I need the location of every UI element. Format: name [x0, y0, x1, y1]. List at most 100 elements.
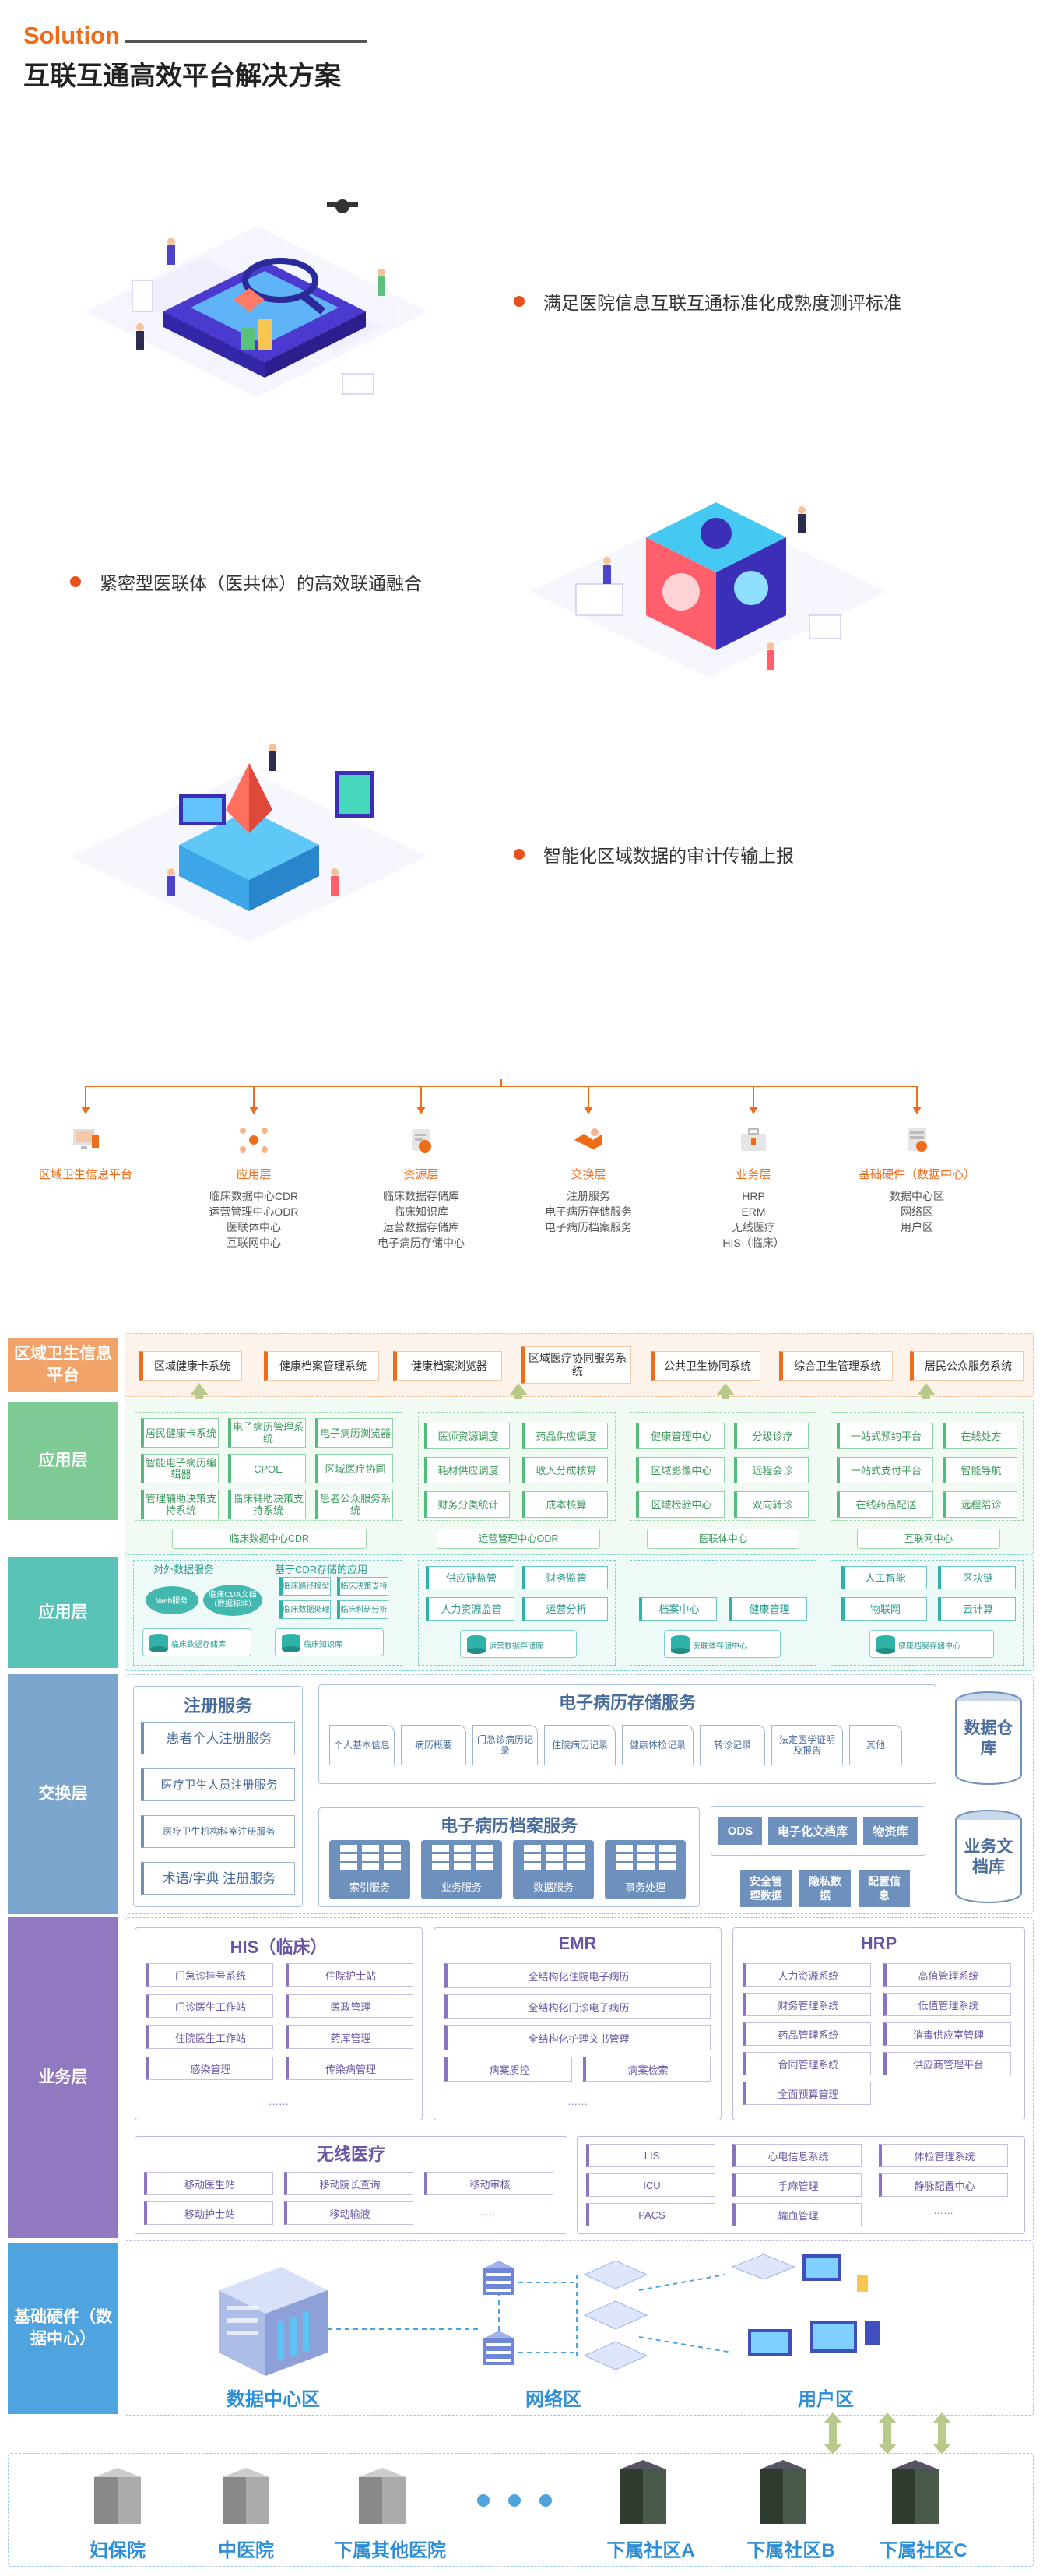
- his-item[interactable]: 药库管理: [286, 2025, 413, 2049]
- archive-item[interactable]: 业务服务: [421, 1840, 502, 1899]
- ylt-item[interactable]: 健康管理中心: [636, 1423, 725, 1449]
- his-item[interactable]: 感染管理: [146, 2057, 273, 2080]
- odr-item[interactable]: 耗材供应调度: [424, 1457, 510, 1483]
- resource-item[interactable]: 供应链监管: [426, 1566, 514, 1589]
- wireless-item[interactable]: 移动院长查询: [284, 2172, 413, 2195]
- his-item[interactable]: 住院医生工作站: [146, 2025, 273, 2049]
- resource-item[interactable]: 人工智能: [841, 1566, 927, 1589]
- ods-box[interactable]: ODS: [718, 1817, 762, 1845]
- regional-system[interactable]: 健康档案浏览器: [393, 1351, 502, 1381]
- resource-mini[interactable]: 临床路径模型: [279, 1577, 331, 1596]
- wireless-item[interactable]: 移动医生站: [144, 2172, 273, 2195]
- hrp-item[interactable]: 消毒供应室管理: [883, 2022, 1011, 2046]
- lab-item[interactable]: LIS: [586, 2144, 715, 2167]
- lab-item[interactable]: 体检管理系统: [879, 2144, 1008, 2167]
- resource-item[interactable]: 健康管理: [729, 1597, 807, 1621]
- register-item[interactable]: 患者个人注册服务: [141, 1722, 295, 1754]
- hlw-item[interactable]: 一站式预约平台: [837, 1423, 933, 1449]
- regional-system[interactable]: 区域健康卡系统: [139, 1351, 242, 1381]
- resource-db[interactable]: 医联体存储中心: [664, 1630, 781, 1658]
- cdr-item[interactable]: 管理辅助决策支持系统: [141, 1490, 219, 1519]
- emr-item[interactable]: 全结构化住院电子病历: [444, 1963, 711, 1988]
- lab-item[interactable]: 心电信息系统: [732, 2144, 862, 2167]
- ylt-item[interactable]: 区域检验中心: [636, 1491, 725, 1518]
- hrp-item[interactable]: 药品管理系统: [743, 2022, 871, 2046]
- emr-doc-item[interactable]: 法定医学证明及报告: [771, 1725, 843, 1765]
- emr-doc-item[interactable]: 住院病历记录: [544, 1725, 616, 1765]
- lab-item[interactable]: 静脉配置中心: [879, 2173, 1008, 2197]
- hlw-item[interactable]: 智能导航: [943, 1457, 1017, 1483]
- emr-doc-item[interactable]: 门急诊病历记录: [472, 1725, 538, 1765]
- his-item[interactable]: 门急诊挂号系统: [146, 1963, 273, 1987]
- odr-item[interactable]: 收入分成核算: [522, 1457, 608, 1483]
- regional-system[interactable]: 居民公众服务系统: [910, 1351, 1024, 1381]
- cdr-item[interactable]: 区域医疗协同: [315, 1454, 393, 1483]
- resource-item[interactable]: 档案中心: [639, 1597, 717, 1621]
- his-item[interactable]: 传染病管理: [286, 2057, 413, 2080]
- resource-item[interactable]: 物联网: [841, 1597, 927, 1621]
- hrp-item[interactable]: 合同管理系统: [743, 2052, 871, 2075]
- hrp-item[interactable]: 人力资源系统: [743, 1963, 871, 1987]
- emr-item[interactable]: 全结构化门诊电子病历: [444, 1994, 711, 2019]
- wireless-item[interactable]: 移动审核: [424, 2172, 553, 2195]
- resource-db[interactable]: 健康档案存储中心: [869, 1630, 994, 1658]
- emr-item[interactable]: 病案检索: [583, 2057, 711, 2082]
- archive-item[interactable]: 数据服务: [513, 1840, 594, 1899]
- emr-doc-item[interactable]: 病历概要: [401, 1725, 466, 1765]
- resource-item[interactable]: 区块链: [938, 1566, 1016, 1589]
- lab-item[interactable]: 输血管理: [732, 2203, 862, 2226]
- cdr-item[interactable]: 智能电子病历编辑器: [141, 1454, 219, 1483]
- his-item[interactable]: 住院护士站: [286, 1963, 413, 1987]
- cdr-item[interactable]: 临床辅助决策支持系统: [228, 1490, 306, 1519]
- edoc-box[interactable]: 电子化文档库: [768, 1817, 857, 1845]
- emr-doc-item[interactable]: 健康体检记录: [622, 1725, 694, 1765]
- resource-item[interactable]: 人力资源监管: [426, 1597, 514, 1621]
- lab-item[interactable]: PACS: [586, 2203, 715, 2226]
- emr-doc-item[interactable]: 个人基本信息: [329, 1725, 395, 1765]
- emr-doc-item[interactable]: 其他: [849, 1725, 902, 1765]
- resource-item[interactable]: 运营分析: [522, 1597, 608, 1621]
- resource-db[interactable]: 运营数据存储库: [460, 1630, 577, 1658]
- archive-item[interactable]: 索引服务: [329, 1840, 410, 1899]
- resource-mini[interactable]: 临床决策支持: [337, 1577, 388, 1596]
- resource-item[interactable]: 财务监管: [522, 1566, 608, 1589]
- hlw-item[interactable]: 远程陪诊: [943, 1491, 1017, 1518]
- archive-item[interactable]: 事务处理: [605, 1840, 686, 1899]
- hrp-item[interactable]: 财务管理系统: [743, 1993, 871, 2016]
- hrp-item[interactable]: 低值管理系统: [883, 1993, 1011, 2016]
- odr-item[interactable]: 药品供应调度: [522, 1423, 608, 1449]
- regional-system[interactable]: 健康档案管理系统: [264, 1351, 379, 1381]
- hlw-item[interactable]: 一站式支付平台: [837, 1457, 933, 1483]
- hrp-item[interactable]: 供应商管理平台: [883, 2052, 1011, 2075]
- hrp-item[interactable]: 高值管理系统: [883, 1963, 1011, 1987]
- wireless-item[interactable]: 移动护士站: [144, 2201, 273, 2225]
- cdr-item[interactable]: 居民健康卡系统: [141, 1418, 219, 1448]
- emr-item[interactable]: 病案质控: [444, 2057, 572, 2082]
- config-box[interactable]: 配置信息: [859, 1870, 910, 1907]
- cdr-item[interactable]: CPOE: [228, 1454, 306, 1483]
- odr-item[interactable]: 财务分类统计: [424, 1491, 510, 1518]
- cdr-item[interactable]: 电子病历浏览器: [315, 1418, 393, 1448]
- security-box[interactable]: 安全管理数据: [740, 1870, 792, 1907]
- ylt-item[interactable]: 双向转诊: [734, 1491, 809, 1518]
- his-item[interactable]: 医政管理: [286, 1994, 413, 2018]
- hlw-center-label[interactable]: 互联网中心: [857, 1529, 1000, 1549]
- hlw-item[interactable]: 在线处方: [943, 1423, 1017, 1449]
- lab-item[interactable]: ICU: [586, 2173, 715, 2197]
- register-item[interactable]: 术语/字典 注册服务: [141, 1862, 295, 1895]
- emr-doc-item[interactable]: 转诊记录: [700, 1725, 765, 1765]
- ylt-item[interactable]: 远程会诊: [734, 1457, 809, 1483]
- wireless-item[interactable]: 移动输液: [284, 2201, 413, 2225]
- emr-item[interactable]: 全结构化护理文书管理: [444, 2025, 711, 2050]
- odr-item[interactable]: 成本核算: [522, 1491, 608, 1518]
- material-box[interactable]: 物资库: [863, 1817, 918, 1845]
- regional-system[interactable]: 公共卫生协同系统: [651, 1351, 760, 1381]
- ylt-item[interactable]: 分级诊疗: [734, 1423, 809, 1449]
- cdr-item[interactable]: 患者公众服务系统: [315, 1490, 393, 1519]
- resource-db[interactable]: 临床数据存储库: [142, 1628, 251, 1656]
- regional-system[interactable]: 综合卫生管理系统: [779, 1351, 893, 1381]
- hlw-item[interactable]: 在线药品配送: [837, 1491, 933, 1518]
- resource-item[interactable]: 云计算: [938, 1597, 1016, 1621]
- hrp-item[interactable]: 全面预算管理: [743, 2082, 871, 2105]
- his-item[interactable]: 门诊医生工作站: [146, 1994, 273, 2018]
